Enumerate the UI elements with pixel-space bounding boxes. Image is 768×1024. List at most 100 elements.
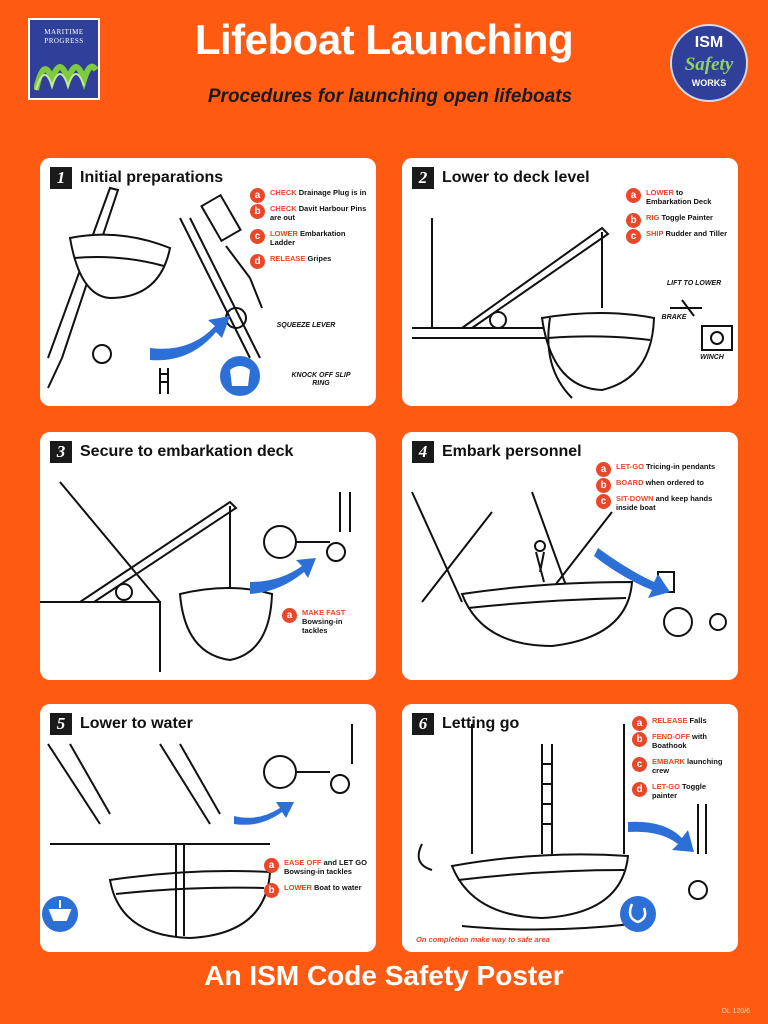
step-keyword: MAKE FAST <box>302 608 346 617</box>
panel-number: 5 <box>50 713 72 735</box>
lift-to-lower-label: LIFT TO LOWER <box>666 280 722 287</box>
step-text: Bowsing-in tackles <box>302 617 343 635</box>
step-text: Boat to water <box>314 883 362 892</box>
step-text: Drainage Plug is in <box>298 188 367 197</box>
step-letter: b <box>250 204 265 219</box>
lower-to-water-illustration <box>42 724 353 940</box>
step-letter: a <box>626 188 641 203</box>
step-keyword: CHECK <box>270 188 297 197</box>
panel-title: Letting go <box>442 715 520 732</box>
logo-left-line1: MARITIME <box>44 28 84 36</box>
ism-safety-works-logo: ISM Safety WORKS <box>670 24 748 102</box>
step-letter: a <box>282 608 297 623</box>
poster-code: DL 120/6 <box>721 1008 750 1015</box>
step-letter: a <box>250 188 265 203</box>
step-letter: c <box>626 229 641 244</box>
step-keyword: CHECK <box>270 204 297 213</box>
step-text: and LET GO Bowsing-in tackles <box>284 858 367 876</box>
step-keyword: LOWER <box>270 229 298 238</box>
poster-footer: An ISM Code Safety Poster <box>204 960 564 991</box>
step-keyword: LOWER <box>646 188 674 197</box>
panel-title: Lower to deck level <box>442 169 590 186</box>
step-letter: a <box>264 858 279 873</box>
step-item: c SIT-DOWN and keep hands inside boat <box>596 494 730 512</box>
lower-to-deck-illustration <box>412 218 733 399</box>
brake-label: BRAKE <box>661 314 687 321</box>
panel-number: 1 <box>50 167 72 189</box>
step-item: a CHECK Drainage Plug is in <box>250 188 368 203</box>
step-item: a LOWER to Embarkation Deck <box>626 188 730 206</box>
panel-steps: a LET-GO Tricing-in pendants b BOARD when … <box>596 462 730 519</box>
step-text: Tricing-in pendants <box>646 462 716 471</box>
step-letter: c <box>250 229 265 244</box>
step-text: launching crew <box>652 757 723 775</box>
step-item: b BOARD when ordered to <box>596 478 730 493</box>
wave-m-icon <box>34 63 98 91</box>
panel-title: Embark personnel <box>442 443 582 460</box>
panel-title: Lower to water <box>80 715 193 732</box>
panel-lower-to-water: 5 Lower to water a EASE OFF and LET GO Bo… <box>40 704 376 952</box>
panel-steps: a MAKE FAST Bowsing-in tackles <box>282 608 368 642</box>
step-keyword: SIT-DOWN <box>616 494 654 503</box>
page-title: Lifeboat Launching <box>194 16 574 63</box>
step-keyword: LOWER <box>284 883 312 892</box>
secure-embarkation-illustration <box>40 481 351 672</box>
slip-ring-label: KNOCK OFF SLIP RING <box>291 372 351 387</box>
step-keyword: BOARD <box>616 478 644 487</box>
step-letter: b <box>596 478 611 493</box>
step-item: d LET-GO Toggle painter <box>632 782 730 800</box>
step-keyword: RELEASE <box>652 716 688 725</box>
step-text: Falls <box>689 716 707 725</box>
step-text: Toggle painter <box>652 782 707 800</box>
safe-area-note: On completion make way to safe area <box>416 935 550 944</box>
step-item: a LET-GO Tricing-in pendants <box>596 462 730 477</box>
page-subtitle: Procedures for launching open lifeboats <box>207 86 573 107</box>
step-item: c EMBARK launching crew <box>632 757 730 775</box>
step-keyword: RIG <box>646 213 660 222</box>
step-text: and keep hands inside boat <box>616 494 713 512</box>
step-item: a MAKE FAST Bowsing-in tackles <box>282 608 368 635</box>
step-text: when ordered to <box>645 478 704 487</box>
step-letter: c <box>632 757 647 772</box>
step-text: with Boathook <box>652 732 708 750</box>
release-hook-icon <box>620 896 656 932</box>
step-keyword: EASE OFF <box>284 858 322 867</box>
step-keyword: FEND-OFF <box>652 732 690 741</box>
step-letter: d <box>632 782 647 797</box>
step-letter: a <box>596 462 611 477</box>
step-keyword: LET-GO <box>616 462 644 471</box>
step-item: a RELEASE Falls <box>632 716 730 731</box>
logo-right-line1: ISM <box>694 34 724 51</box>
step-letter: d <box>250 254 265 269</box>
panel-number: 3 <box>50 441 72 463</box>
step-text: to Embarkation Deck <box>646 188 712 206</box>
step-letter: c <box>596 494 611 509</box>
panel-title: Secure to embarkation deck <box>80 443 294 460</box>
step-letter: b <box>626 213 641 228</box>
letting-go-illustration <box>417 724 708 932</box>
step-letter: a <box>632 716 647 731</box>
winch-label: WINCH <box>700 354 724 361</box>
step-item: a EASE OFF and LET GO Bowsing-in tackles <box>264 858 368 876</box>
step-text: Gripes <box>307 254 332 263</box>
step-keyword: SHIP <box>646 229 664 238</box>
logo-right-line2: Safety <box>684 54 734 75</box>
panel-number: 4 <box>412 441 434 463</box>
panel-secure-to-embarkation-deck: 3 Secure to embarkation deck a MAKE FAST … <box>40 432 376 680</box>
step-keyword: LET-GO <box>652 782 680 791</box>
panel-number: 6 <box>412 713 434 735</box>
panel-title: Initial preparations <box>80 169 224 186</box>
step-keyword: EMBARK <box>652 757 685 766</box>
